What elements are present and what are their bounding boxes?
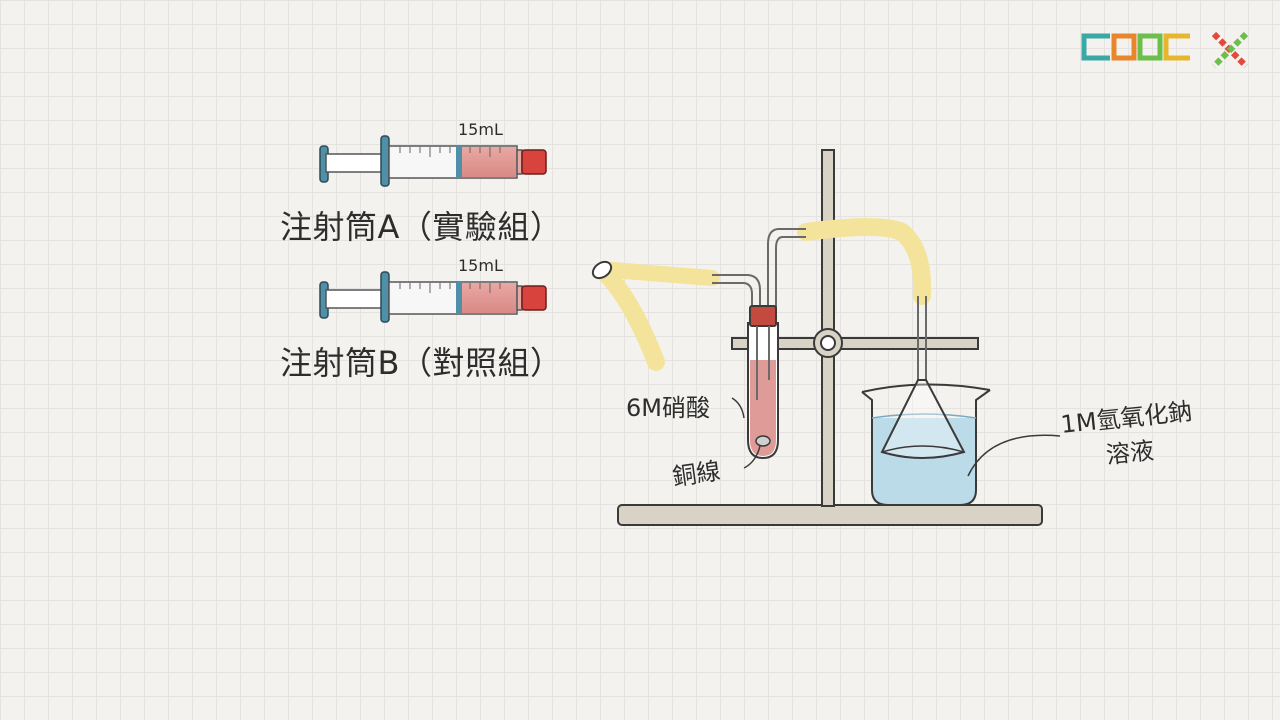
logo-letter-o1-icon [1111,33,1137,61]
cross-pattern-icon [1211,31,1249,69]
ring-stand [617,149,1043,526]
stand-base [617,504,1043,526]
tubing-end-icon [591,260,613,280]
logo-letter-c2-icon [1163,33,1190,61]
pointer-lines [731,397,1061,477]
rubber-tubing [597,218,932,371]
naoh-pointer [967,434,1061,477]
stopper [749,305,777,327]
logo-letter-o2-icon [1137,33,1163,61]
glass-tubes [712,228,927,380]
liquid-fill [458,147,516,177]
inverted-funnel [880,379,966,459]
syringe-a [319,135,547,187]
beaker [861,383,991,506]
copper-wire-label: 銅線 [670,456,723,492]
logo-brand [1081,33,1190,61]
syringe-b-caption: 注射筒B（對照組） [280,344,563,382]
syringe-b-volume: 15mL [458,256,503,275]
test-tube [747,305,779,460]
logo-letter-c-icon [1081,33,1110,61]
acid-pointer [731,397,745,419]
naoh-solution [872,418,976,505]
barrel-flange [380,135,390,187]
wire-pointer [743,445,761,469]
syringe-tip [521,149,547,175]
plunger-rod [325,153,385,173]
copper-wire-coil [755,435,771,447]
syringe-a-caption: 注射筒A（實驗組） [280,208,563,246]
nitric-acid-label: 6M硝酸 [626,394,710,422]
piston [456,146,462,178]
naoh-label: 1M氫氧化鈉 溶液 [1059,391,1198,474]
syringe-a-volume: 15mL [458,120,503,139]
syringe-b [319,271,547,323]
clamp-bar [731,337,979,350]
